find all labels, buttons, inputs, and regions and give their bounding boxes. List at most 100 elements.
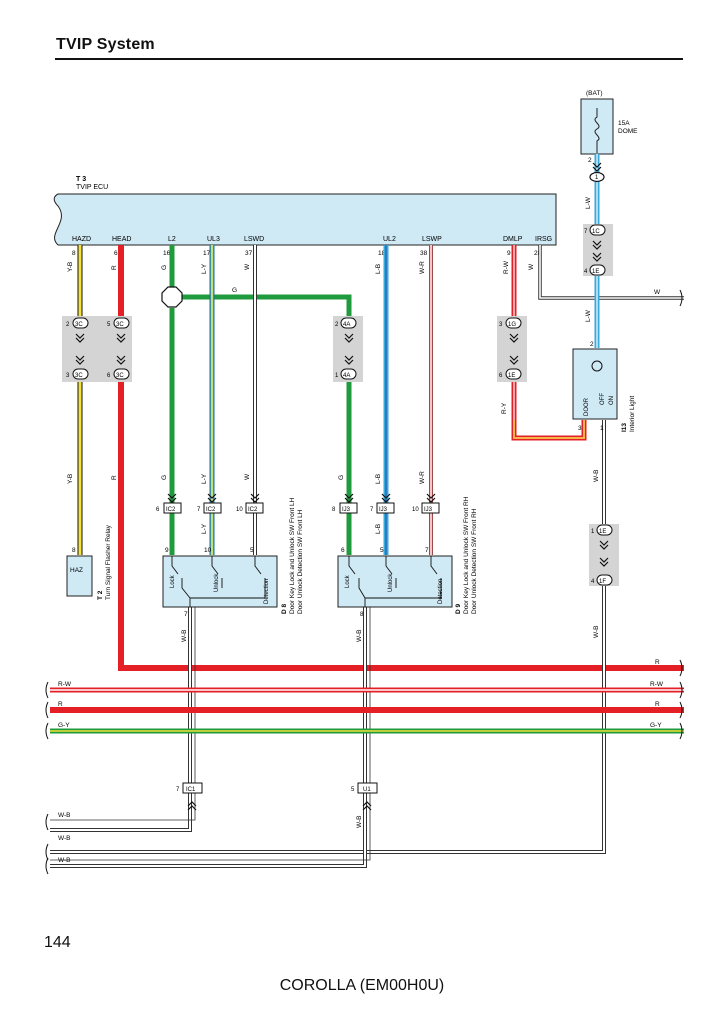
connector-name: 3C (75, 373, 83, 379)
wire-label: R (111, 265, 118, 270)
connector-name: 4A (343, 373, 350, 379)
bus-label: R-W (58, 681, 72, 688)
connector-pin: 2 (66, 322, 70, 328)
connector-pin: 3 (66, 373, 70, 379)
fuse-icon (594, 108, 600, 153)
d9-pin: 8 (360, 611, 364, 618)
interior-light-pin: 3 (578, 425, 582, 432)
wire-label: L-B (375, 264, 382, 274)
connector-pin: 3 (499, 322, 503, 328)
haz-box (66, 555, 93, 597)
connector-name: 1F (599, 579, 606, 585)
connector-pin: 6 (499, 373, 503, 379)
connector-pin: 1 (591, 529, 595, 535)
d9-switch-contacts (348, 556, 442, 607)
ecu-pin-label: LSWP (422, 236, 442, 243)
connector-pin: 7 (176, 787, 180, 793)
ecu-pin-label: HEAD (112, 236, 131, 243)
ecu-pin-number: 38 (420, 250, 428, 257)
wire-label: G (161, 475, 168, 480)
d9-id: D 9 (455, 604, 462, 615)
bus-label: W-B (58, 835, 71, 842)
wire-label: W-B (356, 629, 363, 642)
d9-pin: 7 (425, 547, 429, 554)
connector-name: 1G (508, 322, 516, 328)
ecu-pin-label: IRSG (535, 236, 552, 243)
d8-name2: Door Unlock Detection SW Front LH (297, 509, 304, 614)
connector-pin: 2 (335, 322, 339, 328)
connector-name: 1E (508, 373, 515, 379)
bus-label: R (655, 701, 660, 708)
connector-name: IC2 (248, 507, 258, 513)
ecu-pin-label: UL3 (207, 236, 220, 243)
bus-label: W-B (58, 812, 71, 819)
connector-pin: 8 (332, 507, 336, 513)
interior-light-pin: 2 (590, 341, 594, 348)
bat-label: (BAT) (586, 90, 603, 97)
connector-name: IC2 (206, 507, 216, 513)
d8-name1: Door Key Lock and Unlock SW Front LH (289, 497, 296, 614)
wire-label: W (528, 263, 535, 270)
d9-name1: Door Key Lock and Unlock SW Front RH (463, 496, 470, 614)
switch-off: OFF (600, 393, 606, 405)
page-title: TVIP System (56, 36, 155, 53)
title-rule (55, 58, 683, 60)
wire-label: W-B (593, 469, 600, 482)
d8-pin: 7 (184, 611, 188, 618)
wire-label: L-B (375, 474, 382, 484)
connector-name: 1E (599, 529, 606, 535)
ecu-pin-number: 8 (72, 250, 76, 257)
wire-label: W-R (419, 261, 426, 274)
connector-pin: 7 (370, 507, 374, 513)
connector-name: IC2 (166, 507, 176, 513)
d9-pin: 6 (341, 547, 345, 554)
connector-pin: 10 (236, 507, 243, 513)
connector-name: IJ3 (342, 507, 351, 513)
bus-label: R (58, 701, 63, 708)
wire-label: L-W (585, 196, 592, 209)
wire-label: W (654, 289, 661, 296)
wire-label: L-B (375, 524, 382, 534)
bus-wires (45, 289, 684, 875)
connector-name: 3C (116, 373, 124, 379)
connector-name: U1 (363, 787, 371, 793)
connector-pin: 5 (351, 787, 355, 793)
connector-pin: 5 (107, 322, 111, 328)
ecu-pin-number: 16 (163, 250, 171, 257)
connector-name: 1E (592, 269, 599, 275)
interior-light-pin: 1 (600, 425, 604, 432)
bus-label: G-Y (650, 722, 662, 729)
connector-name: IJ3 (379, 507, 388, 513)
interior-light-name: Interior Light (629, 396, 636, 432)
connector-pin: 4 (591, 579, 595, 585)
ecu-pin-number: 37 (245, 250, 253, 257)
junction-octagon (161, 286, 183, 308)
wire-label: L-Y (201, 263, 208, 274)
bus-label: R (655, 659, 660, 666)
wire-label: G (232, 287, 237, 294)
interior-light-id: I13 (621, 423, 628, 432)
d8-detection: Detection (264, 579, 270, 604)
connector-chips (72, 224, 613, 586)
d8-lock: Lock (170, 574, 176, 588)
d8-unlock: Unlock (214, 573, 220, 592)
connector-name: 3C (75, 322, 83, 328)
ecu-pin-label: DMLP (503, 236, 523, 243)
ecu-pin-number: 28 (534, 250, 542, 257)
wire-label: Y-B (67, 262, 74, 272)
wire-label: Y-B (67, 474, 74, 484)
wire-label: L-Y (201, 523, 208, 534)
ecu-box (53, 193, 557, 246)
connector-pin: 4 (584, 269, 588, 275)
wire-label: R (111, 475, 118, 480)
bus-label: W-B (58, 857, 71, 864)
d9-box (337, 555, 453, 608)
d9-name2: Door Unlock Detection SW Front RH (471, 508, 478, 614)
connector-pin: 7 (197, 507, 201, 513)
ecu-pin-number: 6 (114, 250, 118, 257)
page-number: 144 (44, 934, 71, 951)
ecu-pin-label: UL2 (383, 236, 396, 243)
haz-id: T 2 (97, 590, 104, 600)
d9-lock: Lock (345, 574, 351, 588)
